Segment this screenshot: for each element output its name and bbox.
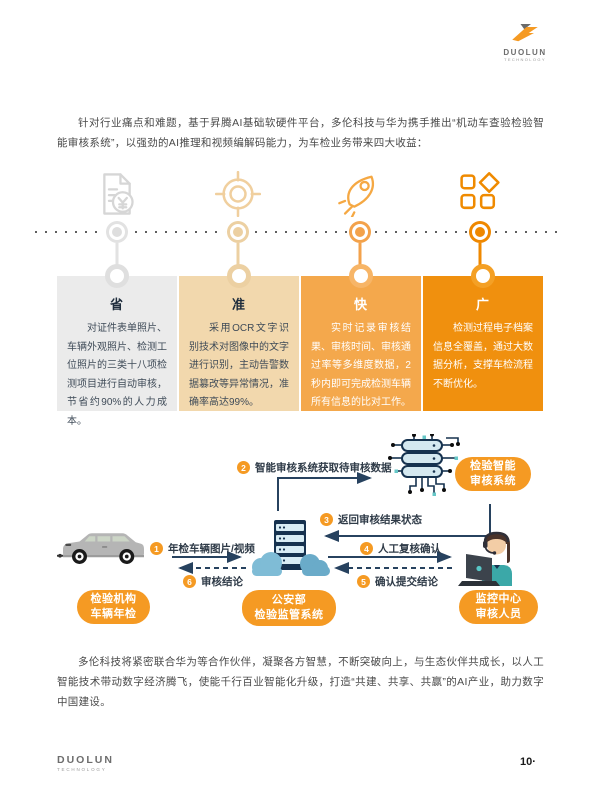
operator-icon: [458, 531, 512, 586]
node-label-line: 车辆年检: [90, 608, 137, 620]
step-text: 年检车辆图片/视频: [168, 543, 255, 555]
timeline-node-2: [233, 227, 243, 237]
card-notch-circle: [227, 264, 251, 288]
footer-brand-name: DUOLUN: [57, 754, 114, 766]
node-label-monitoring-center: 监控中心 审核人员: [459, 590, 538, 624]
step-number-badge: 6: [183, 575, 196, 588]
node-label-line: 公安部: [271, 593, 307, 606]
benefit-card-save: 省 对证件表单照片、车辆外观照片、检测工位照片的三类十八项检测项目进行自动审核，…: [57, 264, 177, 427]
node-label-inspection-agency: 检验机构 车辆年检: [77, 590, 150, 624]
flow-step-5: 5 确认提交结论: [357, 574, 438, 589]
node-label-line: 审核系统: [470, 475, 516, 487]
node-label-line: 监控中心: [475, 592, 522, 605]
flow-step-4: 4 人工复核确认: [360, 541, 441, 556]
timeline-connector-3: [358, 243, 362, 265]
step-number-badge: 2: [237, 461, 250, 474]
rocket-icon: [337, 171, 383, 219]
step-text: 审核结论: [201, 576, 243, 588]
card-notch-circle: [349, 264, 373, 288]
timeline-connector-4: [478, 243, 482, 265]
node-label-audit-system: 检验智能 审核系统: [455, 457, 531, 491]
ai-chip-icon: [388, 434, 460, 496]
timeline-connector-2: [236, 243, 240, 265]
page-number: 10·: [520, 756, 536, 768]
document-yen-icon: [94, 171, 140, 217]
card-body: 对证件表单照片、车辆外观照片、检测工位照片的三类十八项检测项目进行自动审核，节省…: [67, 323, 167, 427]
footer-brand-logo: DUOLUN TECHNOLOGY: [57, 754, 114, 772]
intro-paragraph: 针对行业痛点和难题，基于昇腾AI基础软硬件平台，多伦科技与华为携手推出“机动车查…: [57, 117, 544, 149]
brand-tagline: TECHNOLOGY: [503, 57, 546, 62]
target-icon: [214, 170, 262, 218]
step-number-badge: 3: [320, 513, 333, 526]
brand-logo-icon: [512, 24, 538, 42]
benefit-card-broad: 广 检测过程电子档案信息全覆盖，通过大数据分析，支撑车检流程不断优化。: [423, 264, 543, 411]
benefit-card-fast: 快 实时记录审核结果、审核时间、审核通过率等多维度数据，2秒内即可完成检测车辆所…: [301, 264, 421, 411]
timeline-node-3: [355, 227, 365, 237]
step-number-badge: 1: [150, 542, 163, 555]
cloud-server-icon: [252, 520, 330, 576]
brand-name: DUOLUN: [503, 48, 547, 57]
node-label-line: 检验机构: [90, 592, 137, 605]
node-label-supervision-system: 公安部 检验监管系统: [242, 590, 336, 626]
brand-logo: DUOLUN TECHNOLOGY: [500, 24, 550, 62]
benefit-card-accurate: 准 采用OCR文字识别技术对图像中的文字进行识别，主动告警数据篡改等异常情况，准…: [179, 264, 299, 411]
card-body: 检测过程电子档案信息全覆盖，通过大数据分析，支撑车检流程不断优化。: [433, 323, 533, 390]
card-title: 广: [475, 297, 490, 312]
flow-step-2: 2 智能审核系统获取待审核数据: [237, 460, 392, 475]
node-label-line: 检验监管系统: [254, 609, 324, 621]
shapes-grid-icon: [457, 171, 503, 217]
flow-step-1: 1 年检车辆图片/视频: [150, 541, 255, 556]
card-body: 实时记录审核结果、审核时间、审核通过率等多维度数据，2秒内即可完成检测车辆所有信…: [311, 323, 411, 408]
node-label-line: 检验智能: [470, 459, 516, 472]
step-number-badge: 4: [360, 542, 373, 555]
card-title: 快: [353, 297, 368, 312]
step-text: 人工复核确认: [378, 543, 441, 555]
workflow-diagram: 检验智能 审核系统 检验机构 车辆年检 公安部 检验监管系统 监控中心 审核人员…: [0, 428, 600, 656]
card-body: 采用OCR文字识别技术对图像中的文字进行识别，主动告警数据篡改等异常情况，准确率…: [189, 323, 289, 408]
step-text: 确认提交结论: [375, 576, 438, 588]
timeline-node-4: [475, 227, 485, 237]
card-notch-circle: [105, 264, 129, 288]
step-text: 返回审核结果状态: [338, 514, 422, 526]
car-icon: [57, 533, 144, 564]
card-title: 省: [109, 297, 124, 312]
node-label-line: 审核人员: [475, 608, 522, 620]
card-title: 准: [231, 297, 246, 312]
benefit-cards: 省 对证件表单照片、车辆外观照片、检测工位照片的三类十八项检测项目进行自动审核，…: [57, 264, 543, 427]
flow-step-6: 6 审核结论: [183, 574, 243, 589]
timeline-node-1: [112, 227, 122, 237]
step-number-badge: 5: [357, 575, 370, 588]
step-text: 智能审核系统获取待审核数据: [255, 462, 392, 474]
timeline-dotted-line: [35, 231, 565, 233]
flow-step-3: 3 返回审核结果状态: [320, 512, 422, 527]
footer-brand-tagline: TECHNOLOGY: [57, 767, 107, 772]
card-notch-circle: [471, 264, 495, 288]
timeline-connector-1: [115, 243, 119, 265]
outro-paragraph: 多伦科技将紧密联合华为等合作伙伴，凝聚各方智慧，不断突破向上，与生态伙伴共成长，…: [57, 656, 544, 708]
